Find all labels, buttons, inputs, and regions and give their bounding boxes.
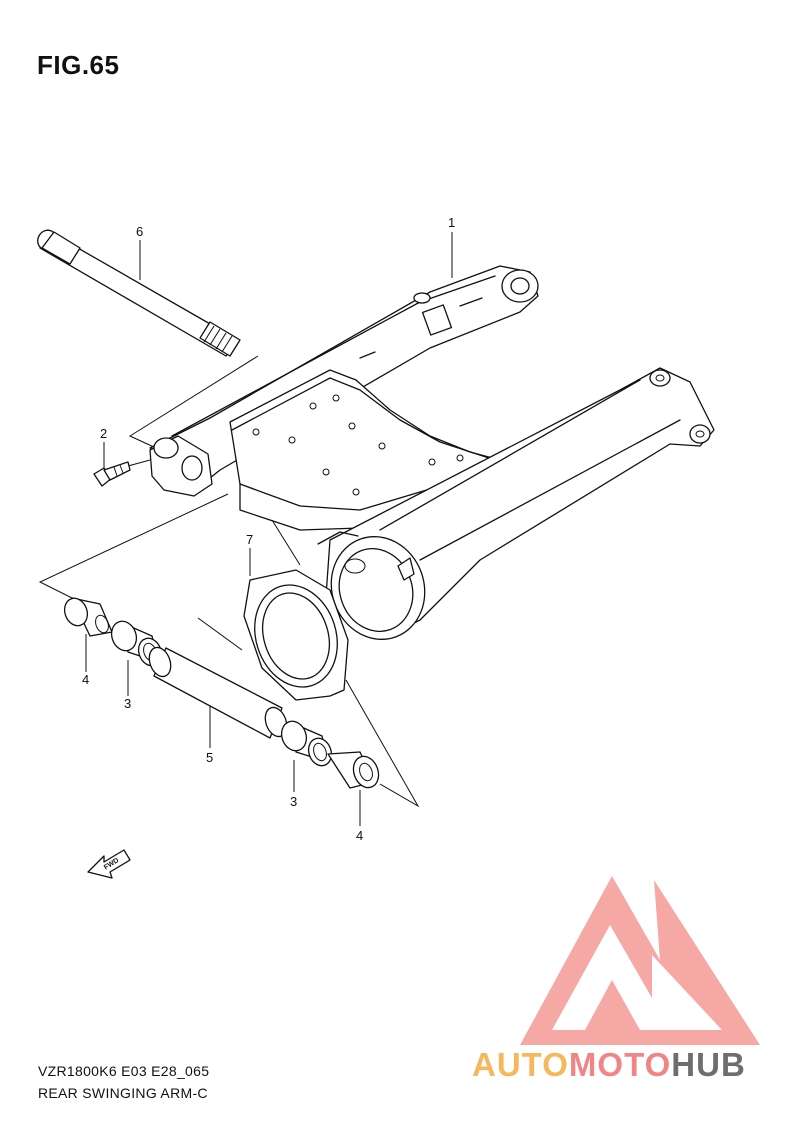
plate-bolt-holes bbox=[252, 394, 464, 496]
leader-lines bbox=[85, 232, 453, 826]
watermark-logo-icon bbox=[520, 876, 760, 1045]
needle-bearing-right bbox=[280, 720, 333, 767]
callout-1: 1 bbox=[448, 215, 455, 230]
needle-bearing-left bbox=[110, 620, 163, 667]
part-name: REAR SWINGING ARM-C bbox=[38, 1085, 208, 1101]
watermark-auto: AUTO bbox=[472, 1046, 569, 1083]
collar-left bbox=[63, 597, 113, 637]
watermark-brand-text: AUTOMOTOHUB bbox=[472, 1046, 746, 1084]
callout-3-right: 3 bbox=[290, 794, 297, 809]
callout-6: 6 bbox=[136, 224, 143, 239]
callout-4-right: 4 bbox=[356, 828, 363, 843]
watermark-hub: HUB bbox=[671, 1046, 746, 1083]
watermark-moto: MOTO bbox=[568, 1046, 672, 1083]
collar-right bbox=[327, 751, 380, 789]
model-code: VZR1800K6 E03 E28_065 bbox=[38, 1063, 210, 1079]
cover-plate bbox=[243, 569, 349, 701]
figure-title: FIG.65 bbox=[37, 50, 120, 80]
forward-arrow-icon: FWD bbox=[87, 849, 131, 879]
swinging-arm bbox=[149, 265, 715, 640]
pivot-shaft bbox=[37, 229, 241, 357]
callout-4-left: 4 bbox=[82, 672, 89, 687]
callout-2: 2 bbox=[100, 426, 107, 441]
bolt bbox=[93, 461, 131, 487]
callout-3-left: 3 bbox=[124, 696, 131, 711]
callout-7: 7 bbox=[246, 532, 253, 547]
spacer bbox=[148, 646, 288, 739]
reference-lines bbox=[38, 355, 420, 808]
callout-5: 5 bbox=[206, 750, 213, 765]
callout-numbers: 1 6 2 7 4 3 5 3 4 bbox=[82, 215, 455, 843]
